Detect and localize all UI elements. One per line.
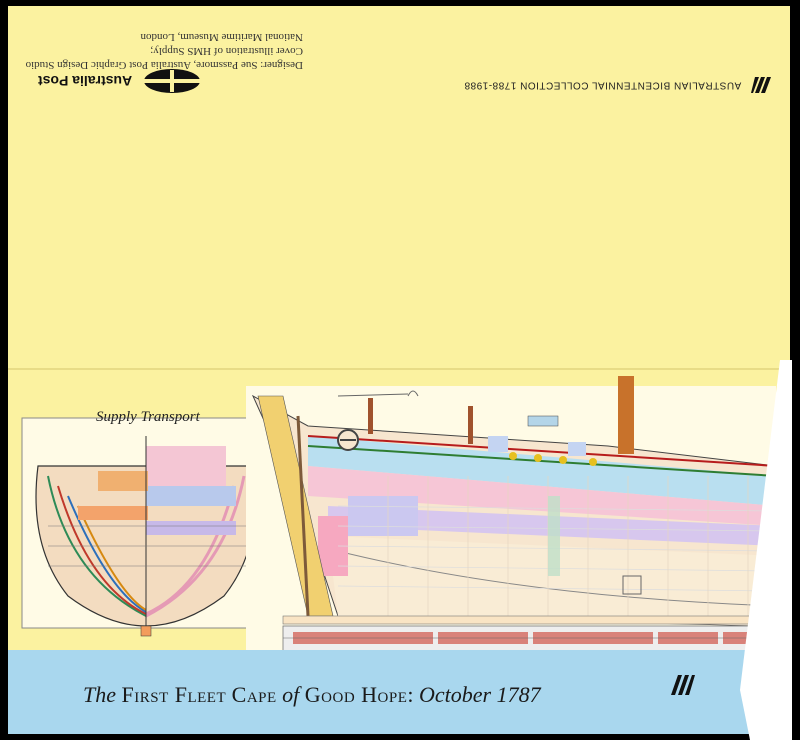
hull-profile: [251, 376, 777, 627]
bicentennial-mark-icon: [751, 77, 772, 93]
designer-line: Designer: Sue Passmore, Australia Post G…: [25, 59, 303, 71]
stamp-pack-card: Australia Post AUSTRALIAN BICENTENNIAL C…: [8, 6, 790, 734]
collection-line: AUSTRALIAN BICENTENNIAL COLLECTION 1788-…: [464, 76, 772, 94]
australia-post-logo: Australia Post: [38, 68, 203, 94]
title-date: October 1787: [419, 682, 541, 707]
back-panel: Australia Post AUSTRALIAN BICENTENNIAL C…: [8, 6, 790, 126]
title-the: The: [83, 682, 116, 707]
mast-stump: [618, 376, 634, 454]
australia-post-label: Australia Post: [38, 73, 133, 89]
plan-caption: Supply Transport: [96, 409, 201, 425]
keel-strip: [282, 625, 777, 653]
bicentennial-logo-icon: [671, 675, 695, 695]
title-first-fleet: First Fleet: [121, 682, 227, 707]
museum-line: National Maritime Museum, London: [140, 31, 303, 43]
fold-line: [8, 368, 790, 370]
frame-border: [792, 0, 800, 740]
title-good-hope: Good Hope: [304, 682, 408, 707]
scale-strip-top: [282, 615, 777, 625]
ship-plan-illustration: Supply Transport: [21, 376, 777, 656]
title-colon: :: [407, 682, 414, 707]
collection-text: AUSTRALIAN BICENTENNIAL COLLECTION 1788-…: [464, 79, 742, 91]
australia-post-icon: [142, 69, 203, 93]
title-band: The First Fleet Cape of Good Hope: Octob…: [8, 650, 790, 734]
pack-title: The First Fleet Cape of Good Hope: Octob…: [83, 682, 541, 708]
title-of: of: [282, 682, 300, 707]
cover-line: Cover illustration of HMS Supply;: [150, 45, 303, 57]
title-cape: Cape: [231, 682, 277, 707]
credits: Designer: Sue Passmore, Australia Post G…: [8, 30, 303, 72]
hull-section: [35, 436, 257, 637]
